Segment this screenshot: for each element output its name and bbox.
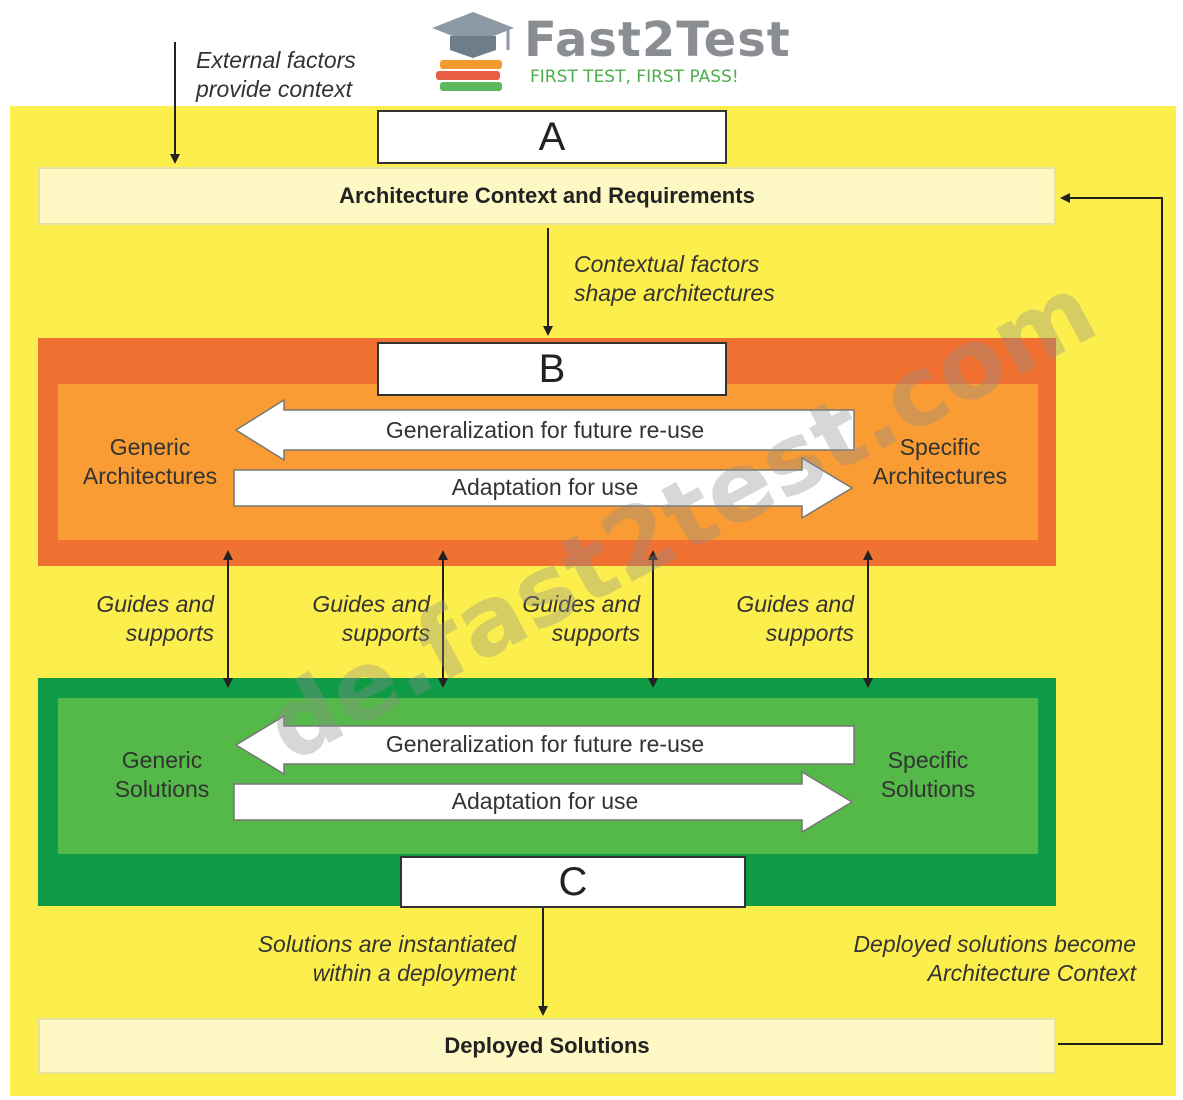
- generic-sol-line-1: Generic: [121, 747, 203, 773]
- guides-3-line-1: Guides and: [522, 591, 640, 617]
- guides-4-line-1: Guides and: [736, 591, 854, 617]
- specific-sol-line-1: Specific: [887, 747, 969, 773]
- fast2test-logo: Fast2Test FIRST TEST, FIRST PASS!: [428, 10, 791, 100]
- guides-note-3: Guides and supports: [486, 590, 640, 648]
- contextual-note-line-1: Contextual factors: [574, 251, 760, 277]
- guides-note-4: Guides and supports: [700, 590, 854, 648]
- deployed-context-note: Deployed solutions become Architecture C…: [790, 930, 1136, 988]
- solutions-inner-box: [58, 698, 1038, 854]
- graduation-cap-books-icon: [432, 12, 514, 91]
- generic-solutions-label: Generic Solutions: [90, 746, 234, 804]
- deployed-context-line-1: Deployed solutions become: [853, 931, 1136, 957]
- sol-generalization-arrow: [234, 714, 855, 776]
- generic-arch-line-1: Generic: [109, 434, 191, 460]
- arch-generalization-arrow: [234, 398, 855, 462]
- diagram-background: [10, 106, 1176, 1096]
- architecture-context-bar: Architecture Context and Requirements: [38, 167, 1056, 225]
- arch-generalization-text: Generalization for future re-use: [386, 417, 704, 443]
- guides-2-line-1: Guides and: [312, 591, 430, 617]
- instantiated-line-2: within a deployment: [312, 960, 516, 986]
- arch-adaptation-arrow: [233, 456, 854, 520]
- generic-architectures-label: Generic Architectures: [72, 433, 228, 491]
- specific-architectures-label: Specific Architectures: [860, 433, 1020, 491]
- specific-arch-line-2: Architectures: [872, 463, 1008, 489]
- label-b-box: B: [377, 342, 727, 396]
- arch-adaptation-text: Adaptation for use: [452, 474, 639, 500]
- sol-adaptation-arrow: [233, 770, 854, 834]
- guides-1-line-2: supports: [125, 620, 214, 646]
- specific-solutions-label: Specific Solutions: [856, 746, 1000, 804]
- brand-name: Fast2Test: [524, 12, 791, 68]
- specific-arch-line-1: Specific: [899, 434, 981, 460]
- contextual-factors-note: Contextual factors shape architectures: [574, 250, 775, 308]
- guides-3-line-2: supports: [551, 620, 640, 646]
- contextual-note-line-2: shape architectures: [574, 280, 775, 306]
- brand-tagline: FIRST TEST, FIRST PASS!: [530, 67, 739, 87]
- guides-note-1: Guides and supports: [60, 590, 214, 648]
- guides-note-2: Guides and supports: [276, 590, 430, 648]
- generic-arch-line-2: Architectures: [82, 463, 218, 489]
- guides-2-line-2: supports: [341, 620, 430, 646]
- feedback-loop-arrow: [1058, 193, 1163, 1045]
- sol-adaptation-text: Adaptation for use: [452, 788, 639, 814]
- sol-generalization-text: Generalization for future re-use: [386, 731, 704, 757]
- deployed-solutions-bar: Deployed Solutions: [38, 1018, 1056, 1074]
- external-note-line-2: provide context: [196, 76, 352, 102]
- generic-sol-line-2: Solutions: [114, 776, 210, 802]
- external-factors-note: External factors provide context: [196, 46, 356, 104]
- specific-sol-line-2: Solutions: [880, 776, 976, 802]
- label-c-box: C: [400, 856, 746, 908]
- guides-1-line-1: Guides and: [96, 591, 214, 617]
- external-note-line-1: External factors: [196, 47, 356, 73]
- deployed-context-line-2: Architecture Context: [927, 960, 1136, 986]
- instantiated-line-1: Solutions are instantiated: [257, 931, 516, 957]
- instantiated-note: Solutions are instantiated within a depl…: [200, 930, 516, 988]
- guides-4-line-2: supports: [765, 620, 854, 646]
- label-a-box: A: [377, 110, 727, 164]
